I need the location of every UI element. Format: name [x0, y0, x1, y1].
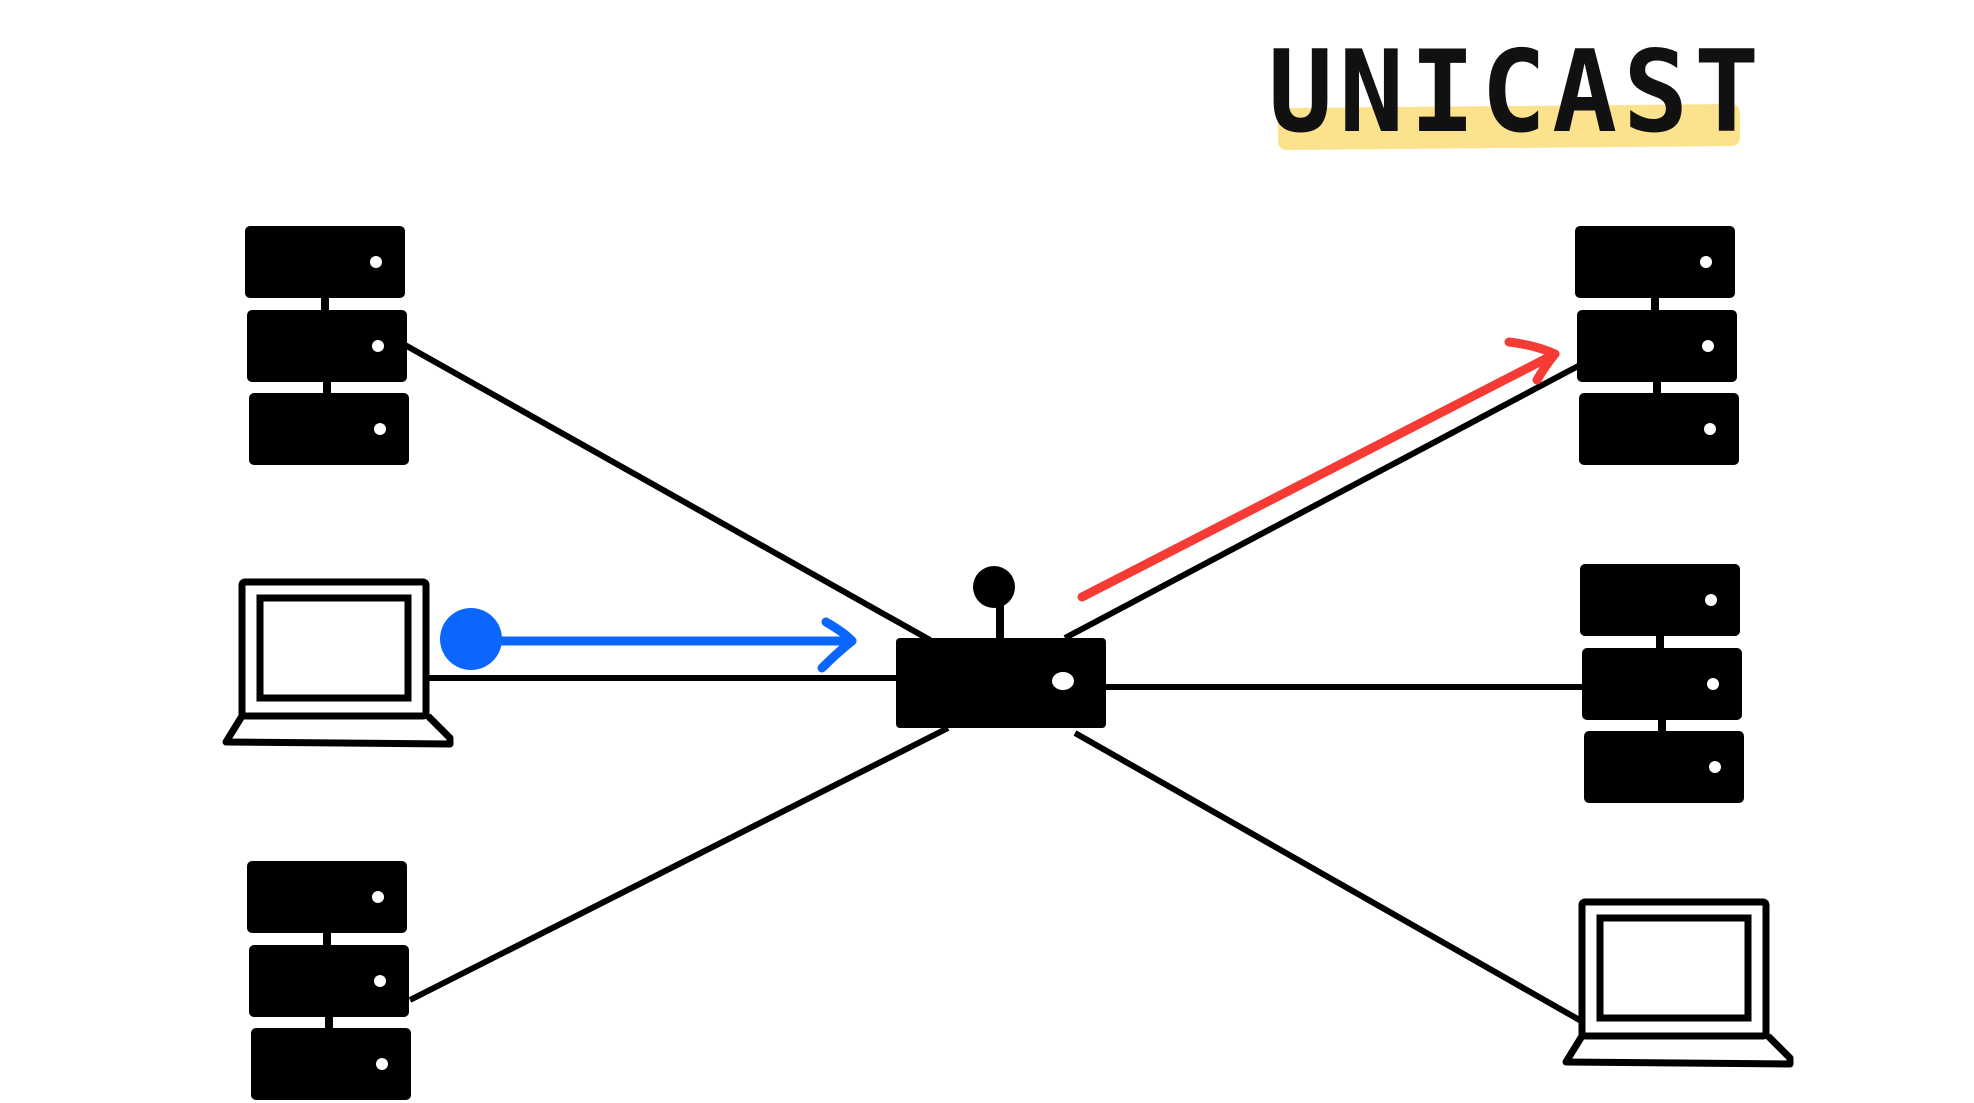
packet-to-receiver — [1077, 337, 1560, 602]
router-antenna-tip-icon — [973, 566, 1015, 608]
title-block: UNICAST — [1268, 27, 1759, 158]
server-right-top — [1575, 226, 1739, 465]
laptop-right-bottom — [1566, 902, 1790, 1064]
delivery-path-arrow — [1077, 349, 1560, 602]
packet-to-router — [440, 608, 857, 673]
link-server-right-top — [1063, 361, 1584, 641]
page-title: UNICAST — [1268, 26, 1766, 159]
laptop-icon — [226, 582, 450, 744]
router-icon — [896, 638, 1106, 728]
link-laptop-right-bottom — [1073, 730, 1585, 1025]
router-led-icon — [1052, 672, 1074, 690]
link-server-left-top — [403, 342, 932, 643]
sender-arrowhead-icon — [817, 617, 857, 673]
link-server-left-bottom — [408, 725, 950, 1003]
laptop-left-middle — [226, 582, 450, 744]
router-antenna-icon — [996, 600, 1004, 640]
router-center — [896, 566, 1106, 728]
server-left-bottom — [247, 861, 411, 1100]
server-rack-icon — [1575, 226, 1739, 465]
server-rack-icon — [247, 861, 411, 1100]
laptop-icon — [1566, 902, 1790, 1064]
server-right-middle — [1580, 564, 1744, 803]
links — [403, 342, 1585, 1025]
server-rack-icon — [1580, 564, 1744, 803]
server-left-top — [245, 226, 409, 465]
server-rack-icon — [245, 226, 409, 465]
delivery-arrowhead-icon — [1504, 337, 1560, 385]
